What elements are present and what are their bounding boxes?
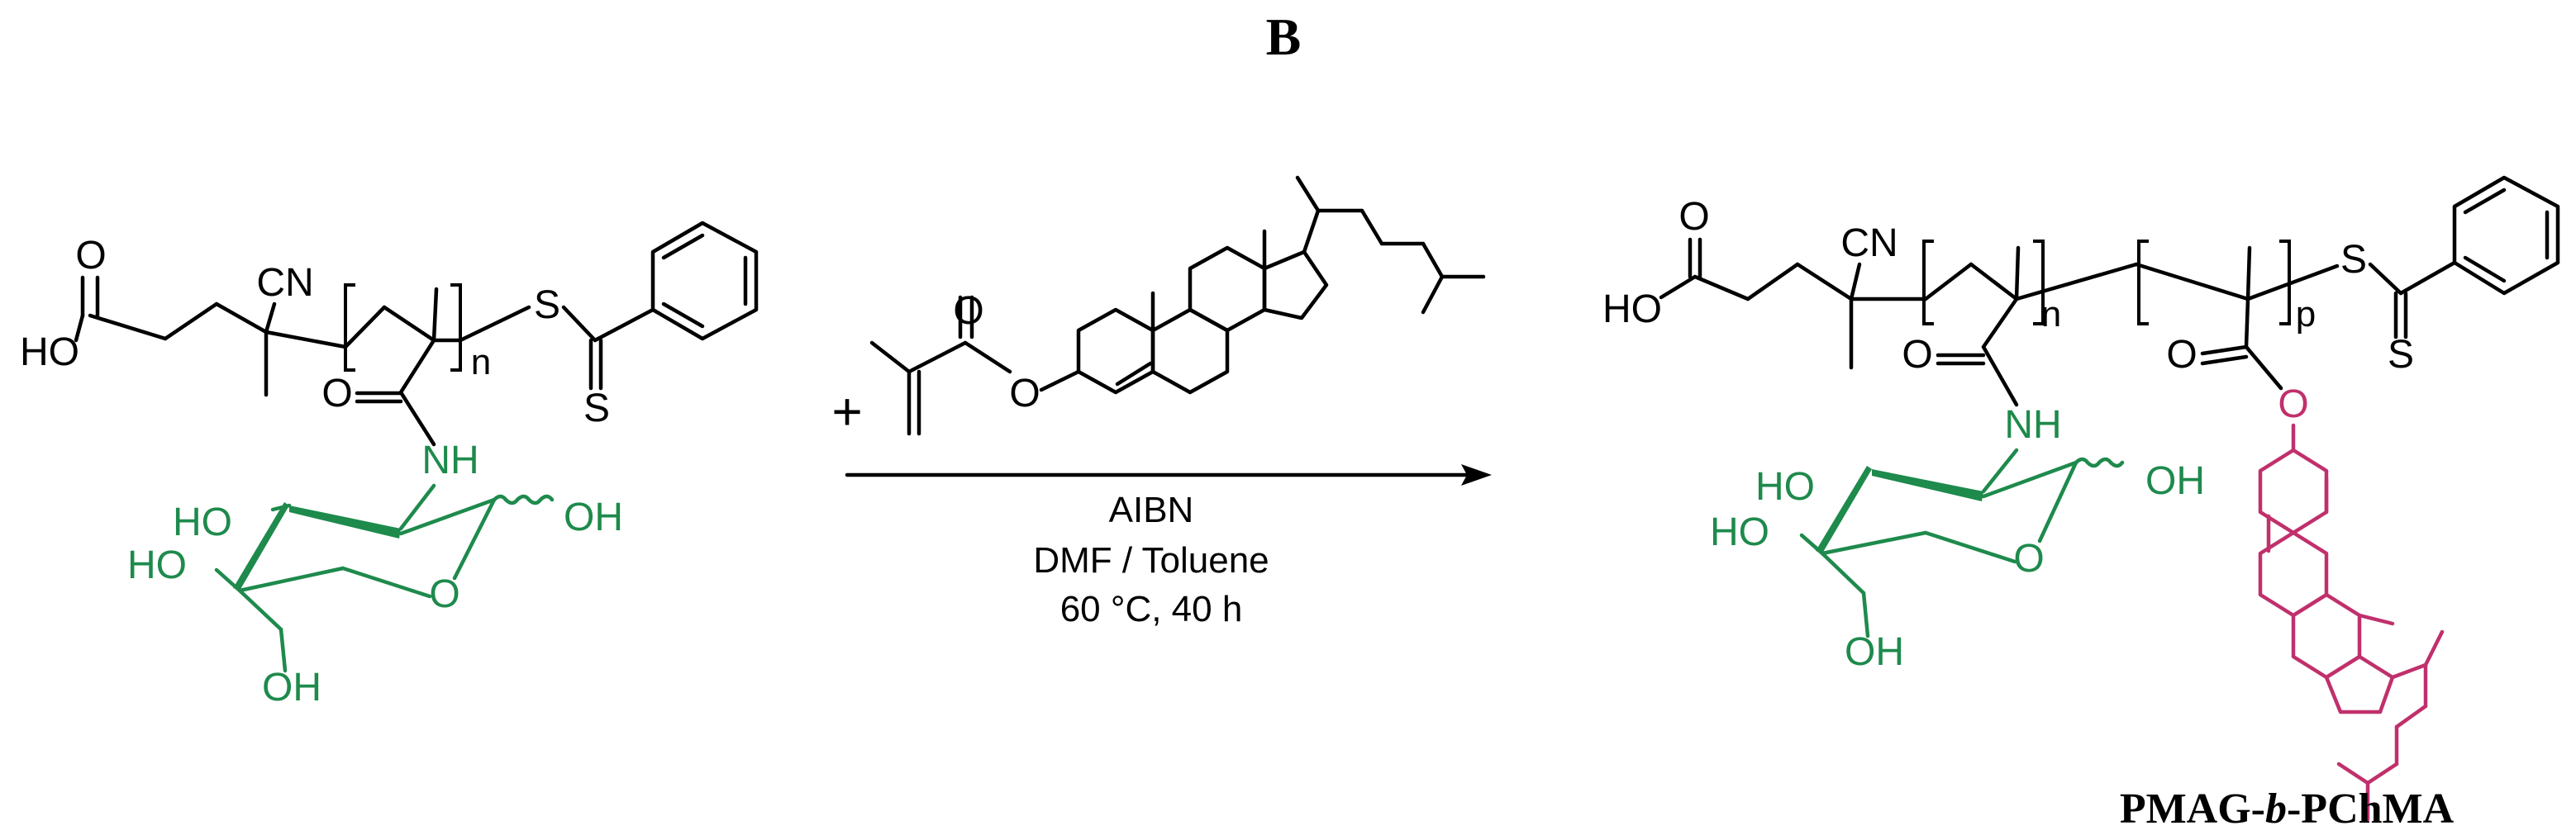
condition-initiator: AIBN — [1109, 490, 1194, 530]
reagent-amide-nh: NH — [421, 439, 479, 482]
product-sulfur-single: S — [2340, 238, 2367, 282]
condition-temperature-time: 60 °C, 40 h — [1060, 589, 1243, 629]
product-name-italic: b — [2265, 785, 2287, 833]
condition-solvent: DMF / Toluene — [1033, 540, 1269, 581]
product-sugar-oh-1: HO — [1755, 465, 1815, 509]
reagent-polymer: O HO CN n S S O NH HO HO OH O OH — [20, 221, 759, 709]
reagent-sulfur-double: S — [583, 387, 610, 430]
reagent-acid-oxygen: O — [75, 234, 106, 278]
product-sugar-oh-anomeric: OH — [2145, 459, 2205, 503]
product-name: PMAG-b-PChMA — [2120, 785, 2455, 833]
product-polymer: O HO CN n p S S O O NH HO HO OH O OH O — [1602, 175, 2560, 822]
product-sugar-ring — [1799, 448, 2125, 638]
reagent-hydroxyl-label: HO — [20, 330, 79, 374]
product-sulfur-double: S — [2388, 333, 2414, 377]
reaction-arrow — [845, 464, 1492, 486]
product-sugar-oh-2: HO — [1710, 510, 1769, 554]
product-acid-oxygen: O — [1678, 195, 1709, 239]
product-ring-oxygen: O — [2013, 537, 2044, 581]
product-cholesterol-unit — [2258, 423, 2445, 822]
monomer: O O — [869, 175, 1486, 436]
product-ester-carbonyl-oxygen: O — [2166, 333, 2197, 377]
panel-label: B — [1266, 7, 1302, 66]
monomer-carbonyl-oxygen: O — [953, 289, 983, 333]
monomer-bonds — [869, 175, 1486, 436]
product-nitrile-label: CN — [1840, 221, 1897, 265]
reagent-sulfur-single: S — [534, 283, 560, 327]
reagent-sugar-ring — [214, 483, 555, 673]
product-name-prefix: PMAG- — [2120, 785, 2265, 833]
product-repeat-subscript-p: p — [2296, 294, 2316, 335]
reagent-sugar-oh-primary: OH — [262, 666, 321, 709]
reagent-bonds — [74, 221, 759, 447]
reagent-sugar-oh-2: HO — [127, 543, 187, 587]
product-sugar-oh-primary: OH — [1845, 630, 1904, 674]
monomer-ester-oxygen: O — [1009, 372, 1040, 415]
product-amide-oxygen: O — [1902, 333, 1932, 377]
reagent-repeat-subscript: n — [471, 342, 491, 382]
product-name-suffix: -PChMA — [2287, 785, 2455, 833]
reagent-sugar-oh-anomeric: OH — [564, 496, 623, 539]
product-hydroxyl-label: HO — [1602, 287, 1662, 331]
product-ester-oxygen: O — [2278, 382, 2308, 426]
plus-sign: + — [831, 382, 862, 441]
reagent-sugar-oh-1: HO — [173, 501, 232, 544]
reagent-nitrile-label: CN — [256, 261, 313, 305]
product-amide-nh: NH — [2004, 403, 2061, 447]
reagent-amide-oxygen: O — [321, 372, 352, 415]
product-backbone-bonds — [1659, 175, 2560, 407]
